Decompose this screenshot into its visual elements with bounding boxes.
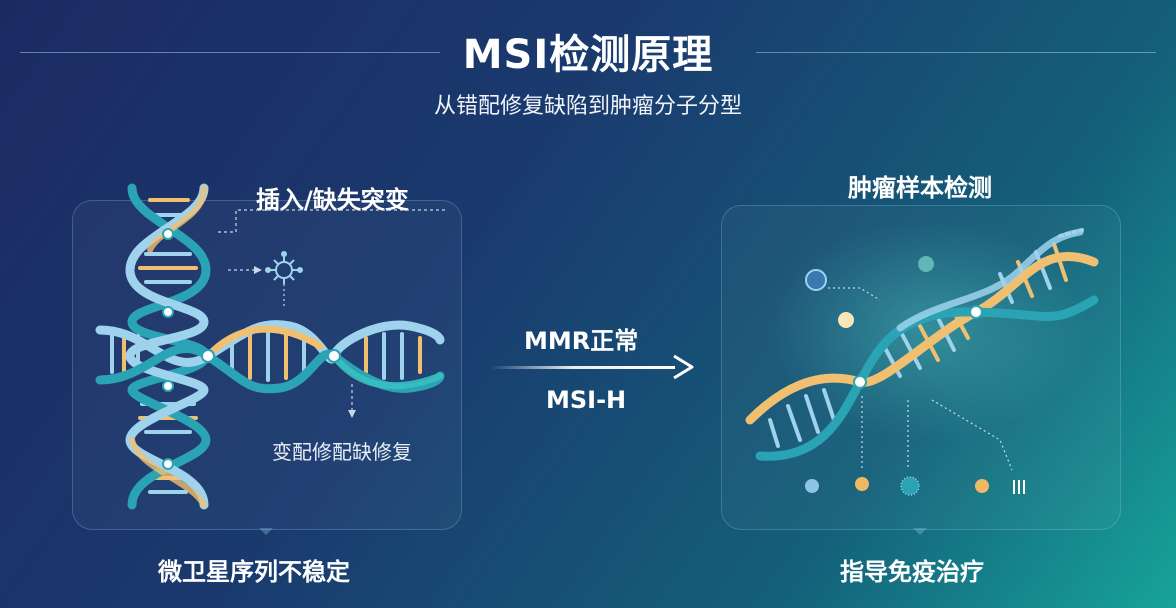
page-subtitle: 从错配修复缺陷到肿瘤分子分型 <box>433 94 742 119</box>
mmr-normal-label: MMR正常 <box>524 327 639 355</box>
title-rule-left <box>20 52 440 53</box>
molecule-icon <box>265 251 303 284</box>
msi-h-label: MSI-H <box>546 386 627 414</box>
microsatellite-instability-caption: 微卫星序列不稳定 <box>158 558 350 586</box>
horizontal-dna-helix <box>95 320 445 394</box>
title-rule-right <box>756 52 1156 53</box>
left-panel <box>72 200 462 530</box>
immunotherapy-caption: 指导免疫治疗 <box>840 558 984 586</box>
vertical-dna-helix <box>125 183 211 510</box>
transition-arrow <box>490 354 694 380</box>
tumor-sample-heading: 肿瘤样本检测 <box>848 174 992 202</box>
page-title: MSI检测原理 <box>462 32 714 78</box>
right-panel-notch <box>913 528 927 535</box>
mismatch-repair-defect-label: 变配修配缺修复 <box>272 440 412 464</box>
left-panel-notch <box>259 528 273 535</box>
right-decorations <box>805 256 1025 496</box>
indel-mutation-label: 插入/缺失突变 <box>256 186 409 214</box>
diagonal-dna-helix <box>745 220 1099 461</box>
left-annotation-leaders <box>218 209 446 418</box>
right-panel <box>721 205 1121 530</box>
